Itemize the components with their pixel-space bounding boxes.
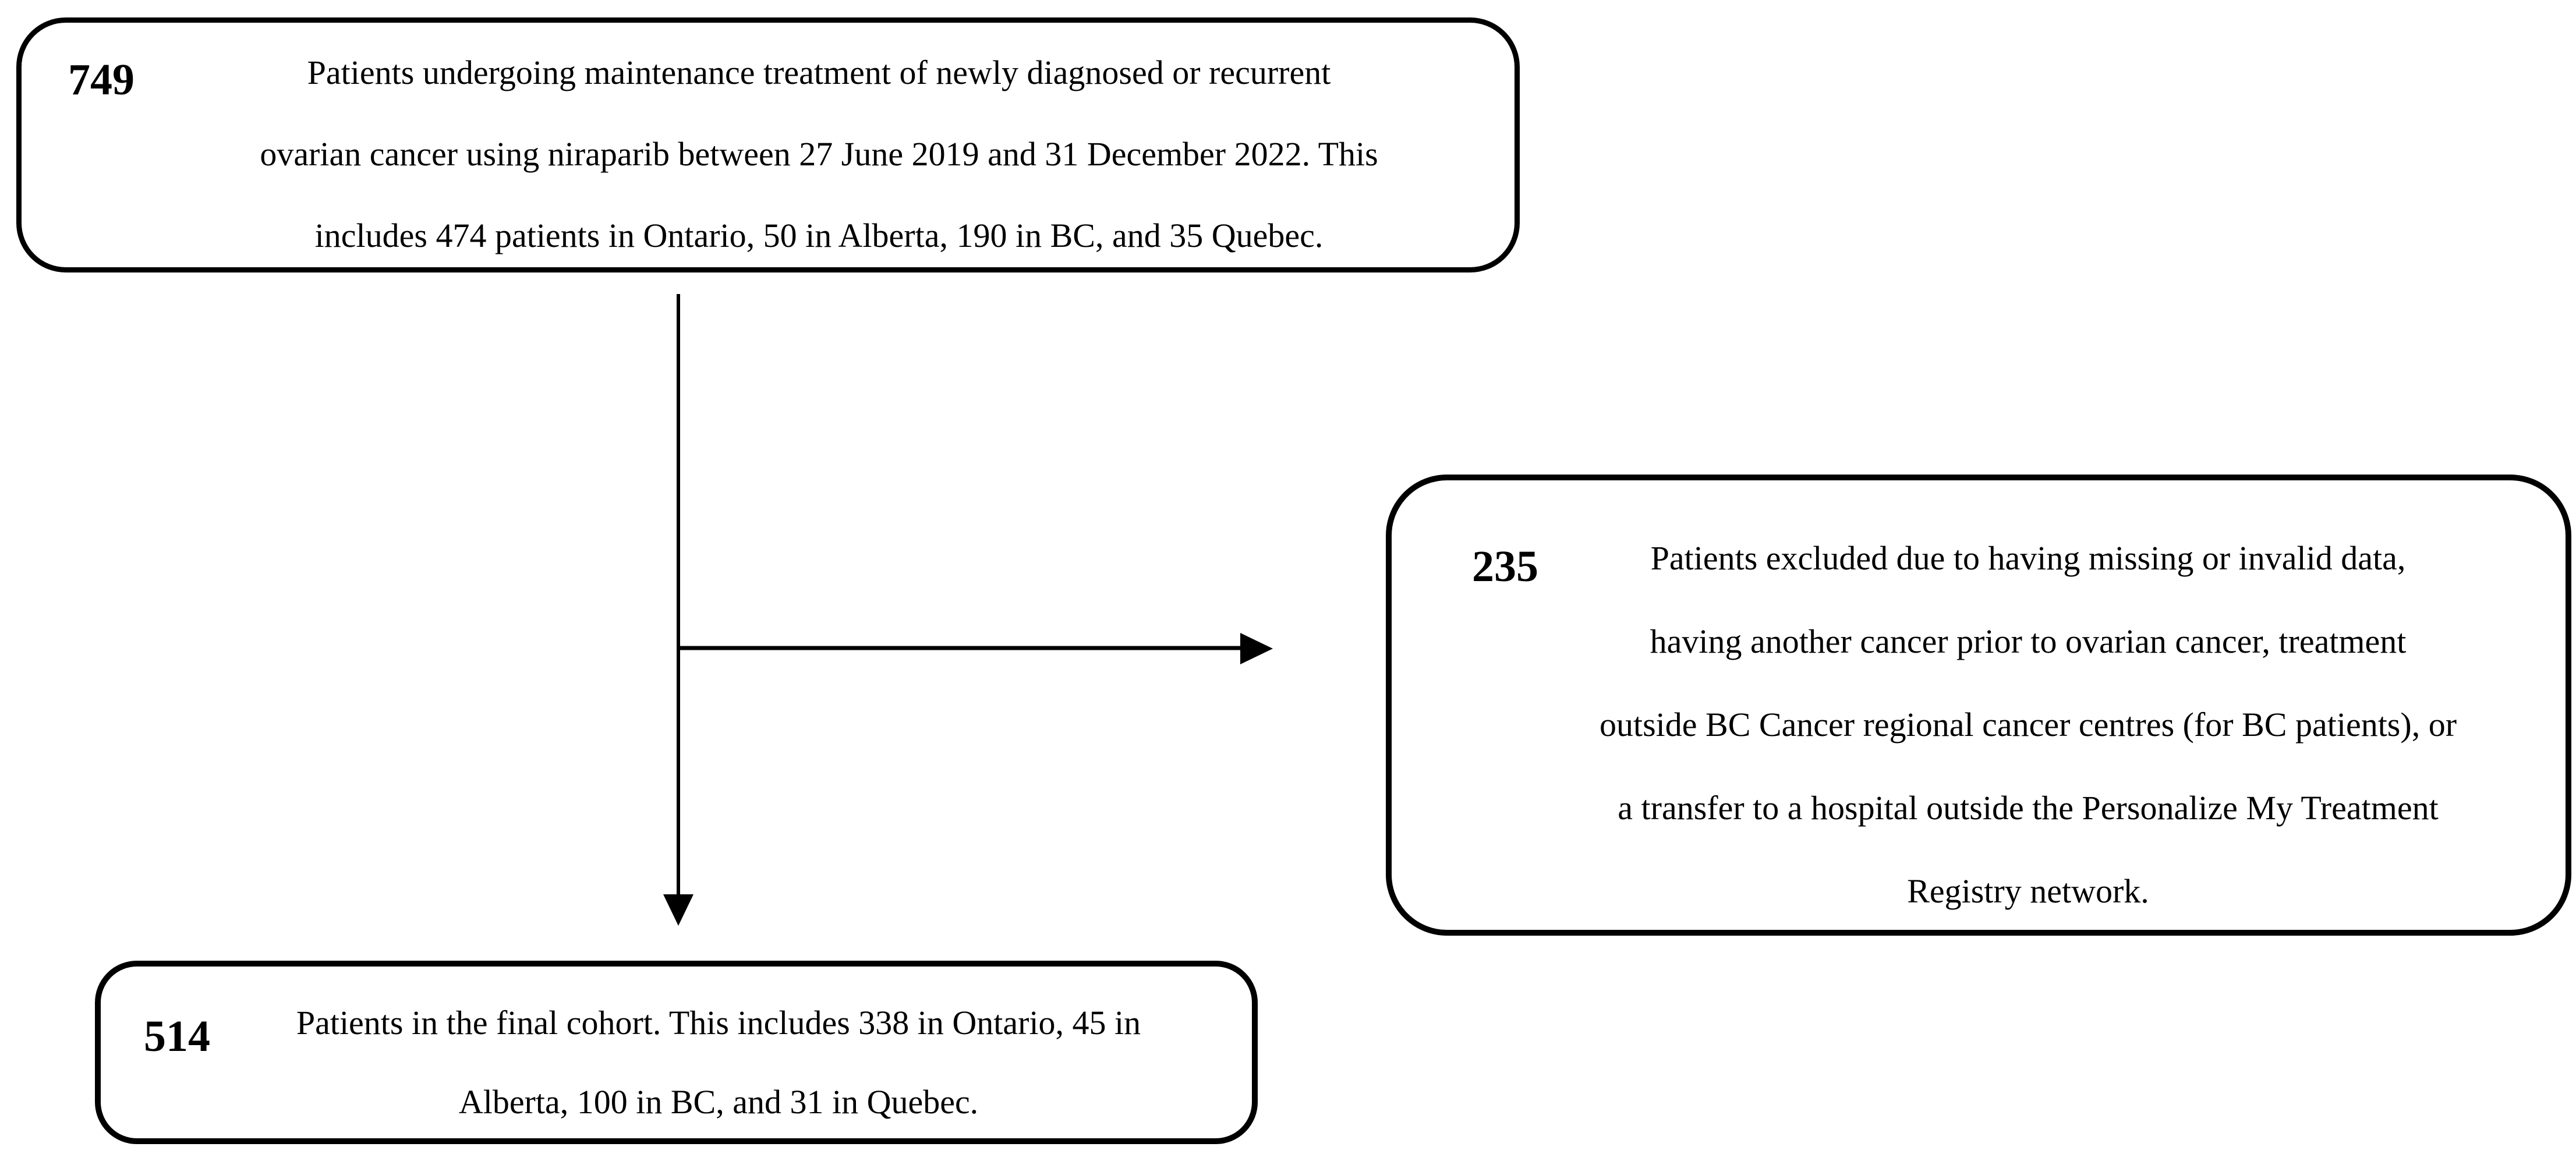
final-patient-count: 514 [144, 1012, 210, 1061]
text-line: Patients in the final cohort. This inclu… [296, 1004, 1141, 1042]
right-arrow [678, 633, 1273, 664]
text-line: Patients excluded due to having missing … [1650, 539, 2406, 577]
text-line: Alberta, 100 in BC, and 31 in Quebec. [458, 1083, 979, 1121]
excluded-patients-box: Patients excluded due to having missing … [1386, 475, 2571, 936]
initial-cohort-text: Patients undergoing maintenance treatmen… [22, 23, 1515, 277]
excluded-patients-text: Patients excluded due to having missing … [1392, 480, 2566, 933]
text-line: outside BC Cancer regional cancer centre… [1599, 706, 2457, 744]
text-line: a transfer to a hospital outside the Per… [1618, 789, 2439, 827]
initial-cohort-box: Patients undergoing maintenance treatmen… [16, 17, 1520, 272]
final-cohort-text: Patients in the final cohort. This inclu… [101, 967, 1252, 1142]
initial-patient-count: 749 [68, 55, 135, 104]
excluded-patient-count: 235 [1472, 542, 1538, 591]
down-arrow [663, 294, 693, 926]
text-line: having another cancer prior to ovarian c… [1650, 622, 2407, 660]
text-line: Registry network. [1907, 872, 2149, 910]
final-cohort-box: Patients in the final cohort. This inclu… [95, 961, 1258, 1144]
text-line: ovarian cancer using niraparib between 2… [260, 135, 1378, 173]
text-line: Patients undergoing maintenance treatmen… [307, 54, 1331, 91]
text-line: includes 474 patients in Ontario, 50 in … [314, 217, 1324, 254]
